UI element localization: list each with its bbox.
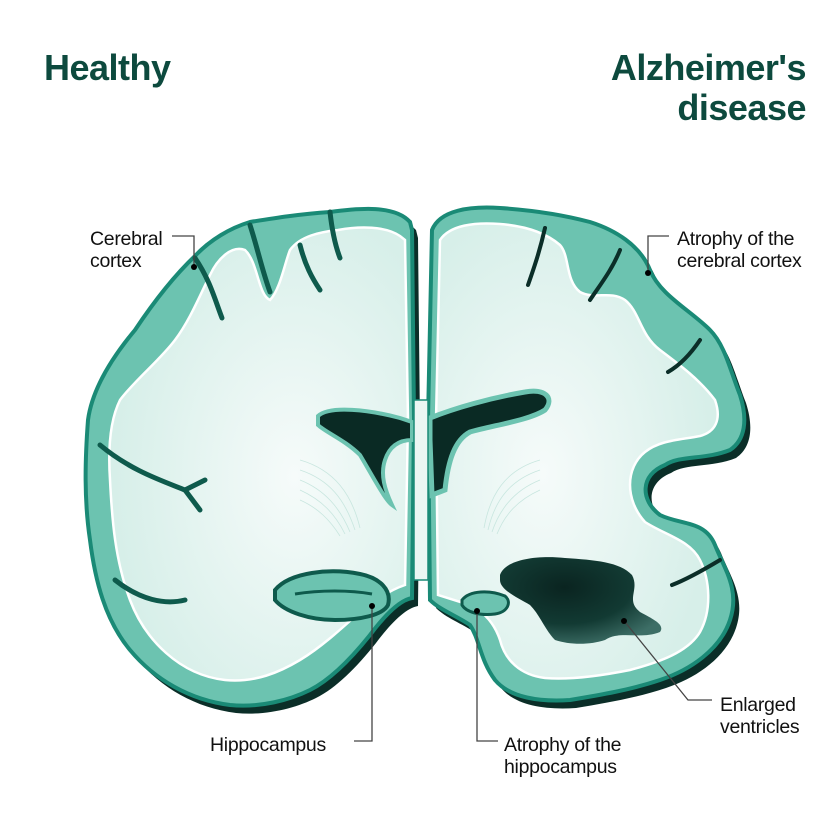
- label-atrophy-hippocampus: Atrophy of the hippocampus: [504, 734, 622, 778]
- leader-dots: [191, 264, 651, 624]
- leader-cerebral-cortex: [172, 235, 195, 266]
- healthy-hippocampus-fold: [294, 589, 373, 596]
- healthy-ventricle-left: [316, 407, 414, 512]
- healthy-hemisphere: [83, 206, 420, 714]
- alzheimers-title: Alzheimer's disease: [610, 47, 807, 128]
- label-atrophy-cerebral-cortex: Atrophy of the cerebral cortex: [677, 228, 802, 272]
- leader-ventricles: [624, 621, 712, 701]
- label-atrophy-hippo-line2: hippocampus: [504, 756, 617, 778]
- label-atrophy-hippo-line1: Atrophy of the: [504, 734, 622, 756]
- leader-lines: [172, 235, 712, 742]
- alzheimers-hippocampus: [460, 590, 510, 616]
- alzheimers-title-line1: Alzheimer's: [610, 47, 807, 88]
- alzheimers-hemisphere: [425, 205, 751, 709]
- alzheimers-striatum-lines: [483, 459, 541, 535]
- leader-hippocampus: [354, 606, 373, 742]
- healthy-title: Healthy: [44, 47, 171, 88]
- alzheimers-sulci: [526, 226, 722, 587]
- leader-atrophy-cortex: [647, 235, 669, 272]
- leader-atrophy-hippo: [476, 611, 498, 742]
- healthy-sulci: [97, 209, 343, 605]
- label-ventricles-line1: Enlarged: [720, 694, 796, 716]
- alzheimers-title-line2: disease: [677, 87, 806, 128]
- alzheimers-white-matter: [434, 222, 719, 680]
- healthy-white-matter: [108, 226, 410, 682]
- label-cerebral-cortex-line1: Cerebral: [90, 228, 163, 250]
- midline-septum: [413, 399, 429, 581]
- label-cerebral-cortex-line2: cortex: [90, 250, 142, 272]
- label-ventricles-line2: ventricles: [720, 716, 800, 738]
- label-atrophy-cortex-line1: Atrophy of the: [677, 228, 795, 250]
- alzheimers-ventricle-upper: [427, 388, 552, 499]
- label-cerebral-cortex: Cerebral cortex: [90, 228, 163, 272]
- healthy-hippocampus: [273, 569, 391, 623]
- alzheimers-enlarged-ventricle: [500, 557, 662, 644]
- label-atrophy-cortex-line2: cerebral cortex: [677, 250, 802, 272]
- label-enlarged-ventricles: Enlarged ventricles: [720, 694, 800, 738]
- healthy-striatum-lines: [299, 459, 361, 537]
- label-hippocampus: Hippocampus: [210, 734, 326, 756]
